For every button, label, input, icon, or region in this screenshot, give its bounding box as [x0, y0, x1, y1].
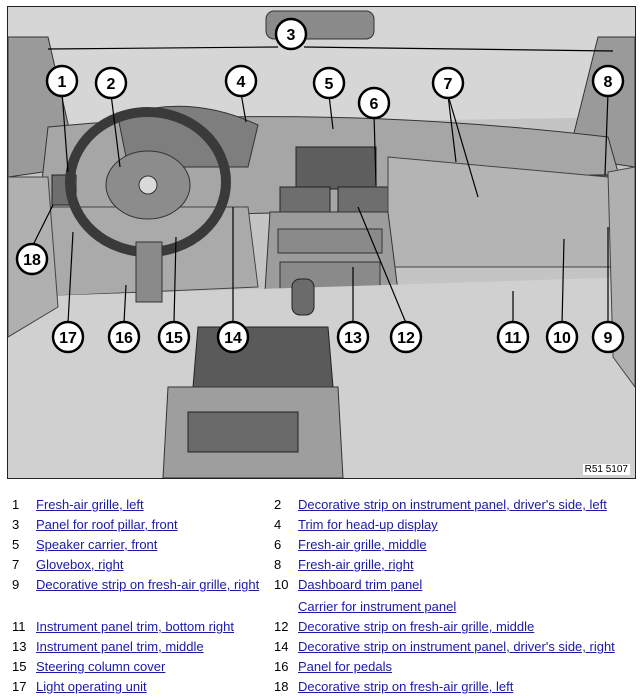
legend-link[interactable]: Glovebox, right [36, 557, 124, 572]
callout-3: 3 [274, 17, 308, 51]
legend-number: 1 [12, 497, 20, 512]
callout-circle [157, 320, 191, 354]
callout-circle [357, 86, 391, 120]
legend-number: 5 [12, 537, 20, 552]
callout-number: 9 [604, 330, 613, 347]
callout-circle [216, 320, 250, 354]
callout-12: 12 [389, 320, 423, 354]
legend-link[interactable]: Decorative strip on instrument panel, dr… [298, 497, 607, 512]
callout-number: 11 [505, 330, 522, 347]
legend-number: 14 [274, 639, 289, 654]
callout-circle [15, 242, 49, 276]
legend-number: 11 [12, 619, 26, 634]
callout-circle [45, 64, 79, 98]
legend-number: 12 [274, 619, 289, 634]
legend-number: 4 [274, 517, 282, 532]
legend-link[interactable]: Speaker carrier, front [36, 537, 158, 552]
callout-number: 18 [23, 252, 41, 269]
callout-number: 16 [115, 330, 133, 347]
callout-circle [591, 64, 625, 98]
callout-number: 4 [237, 74, 246, 91]
callout-number: 12 [397, 330, 415, 347]
legend-link[interactable]: Instrument panel trim, bottom right [36, 619, 234, 634]
callout-circle [545, 320, 579, 354]
callout-1: 1 [45, 64, 79, 98]
legend-number: 15 [12, 659, 27, 674]
leader-lines [31, 46, 614, 326]
callout-13: 13 [336, 320, 370, 354]
callout-16: 16 [107, 320, 141, 354]
legend-link[interactable]: Light operating unit [36, 679, 147, 694]
callout-number: 2 [107, 76, 116, 93]
callout-18: 18 [15, 242, 49, 276]
legend-link[interactable]: Decorative strip on fresh-air grille, mi… [298, 619, 535, 634]
callout-14: 14 [216, 320, 250, 354]
legend-link[interactable]: Decorative strip on fresh-air grille, ri… [36, 577, 260, 592]
legend-link[interactable]: Dashboard trim panel [298, 577, 423, 592]
callout-number: 15 [165, 330, 183, 347]
legend-number: 6 [274, 537, 282, 552]
legend-link[interactable]: Fresh-air grille, right [298, 557, 414, 572]
callout-number: 10 [553, 330, 571, 347]
callout-circle [591, 320, 625, 354]
callout-4: 4 [224, 64, 258, 98]
callout-circle [94, 66, 128, 100]
callout-11: 11 [496, 320, 530, 354]
legend-link[interactable]: Fresh-air grille, middle [298, 537, 427, 552]
legend-link[interactable]: Decorative strip on fresh-air grille, le… [298, 679, 514, 694]
callout-circle [51, 320, 85, 354]
legend-number: 13 [12, 639, 27, 654]
callout-circle [274, 17, 308, 51]
callout-17: 17 [51, 320, 85, 354]
legend-link[interactable]: Steering column cover [36, 659, 166, 674]
legend-link[interactable]: Panel for pedals [298, 659, 392, 674]
legend-link[interactable]: Carrier for instrument panel [298, 599, 457, 614]
callout-number: 3 [287, 27, 296, 44]
legend-link[interactable]: Panel for roof pillar, front [36, 517, 178, 532]
legend-number: 7 [12, 557, 20, 572]
callout-circle [336, 320, 370, 354]
legend-link[interactable]: Fresh-air grille, left [36, 497, 144, 512]
callout-15: 15 [157, 320, 191, 354]
legend-number: 10 [274, 577, 289, 592]
callout-circle [312, 66, 346, 100]
callout-8: 8 [591, 64, 625, 98]
callout-9: 9 [591, 320, 625, 354]
legend-number: 16 [274, 659, 289, 674]
callout-number: 7 [444, 76, 453, 93]
callout-5: 5 [312, 66, 346, 100]
callout-circle [224, 64, 258, 98]
callout-number: 13 [344, 330, 362, 347]
legend-link[interactable]: Instrument panel trim, middle [36, 639, 204, 654]
callout-number: 1 [58, 74, 67, 91]
callout-circle [496, 320, 530, 354]
legend-number: 3 [12, 517, 20, 532]
callout-10: 10 [545, 320, 579, 354]
callout-number: 14 [224, 330, 242, 347]
callout-circle [431, 66, 465, 100]
legend-number: 9 [12, 577, 20, 592]
callout-number: 8 [604, 74, 613, 91]
legend-number: 18 [274, 679, 289, 694]
callout-circle [107, 320, 141, 354]
figure-id-label: R51 5107 [582, 464, 630, 475]
callout-circle [389, 320, 423, 354]
legend-number: 17 [12, 679, 27, 694]
legend-number: 8 [274, 557, 282, 572]
callout-6: 6 [357, 86, 391, 120]
legend-link[interactable]: Trim for head-up display [298, 517, 438, 532]
callout-number: 5 [325, 76, 334, 93]
callout-7: 7 [431, 66, 465, 100]
legend-link[interactable]: Decorative strip on instrument panel, dr… [298, 639, 615, 654]
callout-number: 6 [370, 96, 379, 113]
callout-number: 17 [59, 330, 77, 347]
legend-number: 2 [274, 497, 282, 512]
callout-2: 2 [94, 66, 128, 100]
